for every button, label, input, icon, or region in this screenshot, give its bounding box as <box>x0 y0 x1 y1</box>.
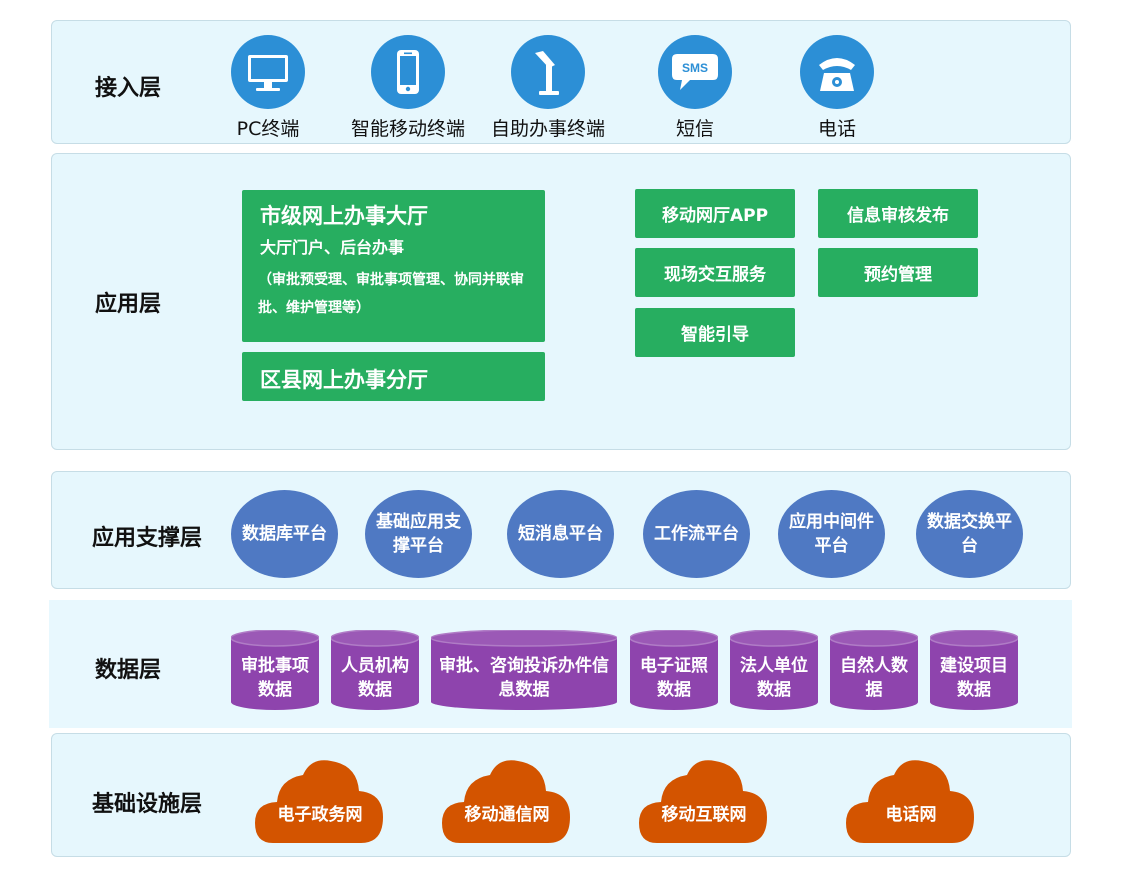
infra-item-telephone-network: 电话网 <box>846 757 976 843</box>
infra-item-mobile-comm-network: 移动通信网 <box>442 757 572 843</box>
support-item-database-platform: 数据库平台 <box>231 490 338 578</box>
data-layer-title: 数据层 <box>95 658 162 683</box>
access-layer-title: 接入层 <box>95 76 162 101</box>
city-online-hall-title: 市级网上办事大厅 <box>260 204 428 228</box>
access-label-phone: 电话 <box>817 118 857 140</box>
district-online-hall-title: 区县网上办事分厅 <box>260 368 428 392</box>
access-label-kiosk: 自助办事终端 <box>490 118 606 140</box>
info-review-publish-box: 信息审核发布 <box>818 189 978 238</box>
support-layer-title: 应用支撑层 <box>92 526 203 551</box>
access-label-mobile: 智能移动终端 <box>350 118 466 140</box>
support-item-basic-app-platform: 基础应用支撑平台 <box>365 490 472 578</box>
onsite-interaction-service-box: 现场交互服务 <box>635 248 795 297</box>
svg-text:SMS: SMS <box>682 61 708 75</box>
data-item-construction-projects: 建设项目数据 <box>930 630 1018 710</box>
sms-bubble-icon: SMS <box>658 35 732 109</box>
smartphone-icon <box>371 35 445 109</box>
support-item-sms-platform: 短消息平台 <box>507 490 614 578</box>
data-item-case-info: 审批、咨询投诉办件信息数据 <box>431 630 617 710</box>
access-label-pc: PC终端 <box>236 118 300 140</box>
city-online-hall-note: （审批预受理、审批事项管理、协同并联审批、维护管理等） <box>258 272 524 316</box>
data-item-natural-persons: 自然人数据 <box>830 630 918 710</box>
smart-guidance-box: 智能引导 <box>635 308 795 357</box>
support-item-data-exchange-platform: 数据交换平台 <box>916 490 1023 578</box>
support-item-middleware-platform: 应用中间件平台 <box>778 490 885 578</box>
application-layer-title: 应用层 <box>95 292 162 317</box>
data-item-approval-matters: 审批事项数据 <box>231 630 319 710</box>
telephone-icon <box>800 35 874 109</box>
data-item-e-licenses: 电子证照数据 <box>630 630 718 710</box>
kiosk-icon <box>511 35 585 109</box>
infra-item-egov-network: 电子政务网 <box>255 757 385 843</box>
appointment-management-box: 预约管理 <box>818 248 978 297</box>
monitor-icon <box>231 35 305 109</box>
infra-item-mobile-internet: 移动互联网 <box>639 757 769 843</box>
access-label-sms: 短信 <box>675 118 715 140</box>
data-item-personnel-orgs: 人员机构数据 <box>331 630 419 710</box>
infrastructure-layer-title: 基础设施层 <box>92 792 203 817</box>
city-online-hall-subtitle: 大厅门户、后台办事 <box>260 238 405 257</box>
district-online-hall-box: 区县网上办事分厅 <box>242 352 545 401</box>
mobile-hall-app-box: 移动网厅APP <box>635 189 795 238</box>
data-item-legal-entities: 法人单位数据 <box>730 630 818 710</box>
support-item-workflow-platform: 工作流平台 <box>643 490 750 578</box>
city-online-hall-box: 市级网上办事大厅 大厅门户、后台办事 （审批预受理、审批事项管理、协同并联审批、… <box>242 190 545 342</box>
